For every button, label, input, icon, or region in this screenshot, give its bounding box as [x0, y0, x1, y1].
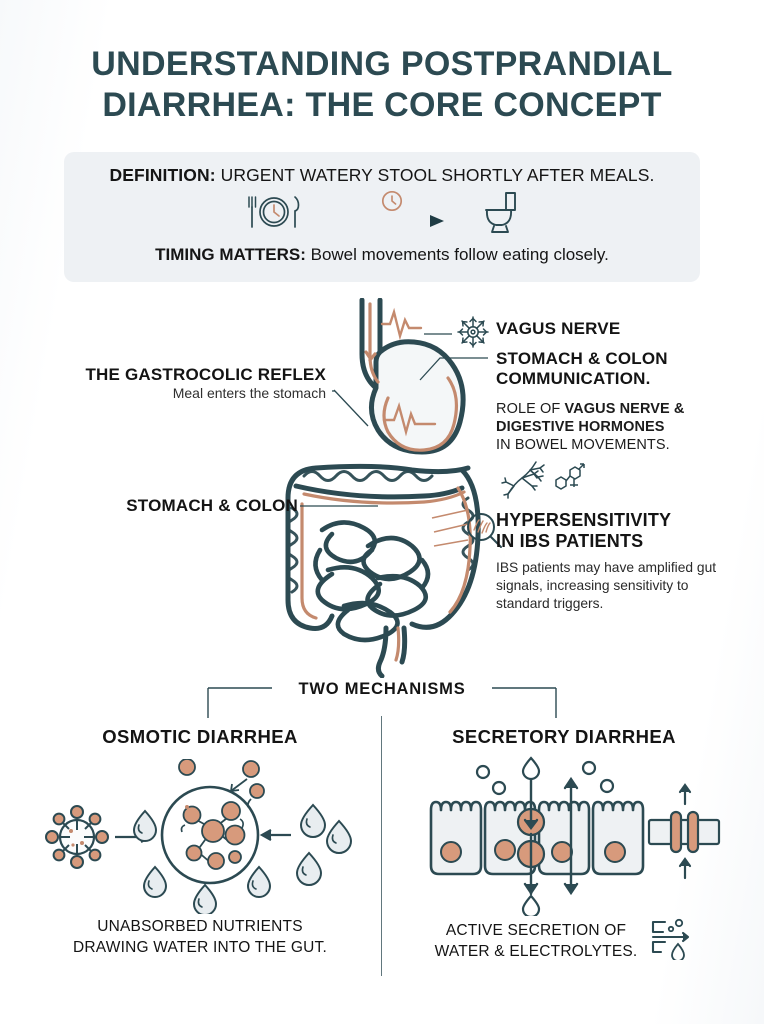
definition-text: URGENT WATERY STOOL SHORTLY AFTER MEALS. — [215, 165, 655, 185]
vagus-nerve-label: VAGUS NERVE — [496, 319, 621, 338]
secretory-caption-text: ACTIVE SECRETION OF WATER & ELECTROLYTES… — [435, 920, 638, 962]
hormone-icon-row — [500, 460, 592, 505]
timing-line: TIMING MATTERS: Bowel movements follow e… — [64, 245, 700, 265]
mechanisms-divider — [381, 716, 382, 976]
hypersensitivity-line1: HYPERSENSITIVITY — [496, 510, 672, 530]
osmotic-title: OSMOTIC DIARRHEA — [102, 726, 298, 747]
gastrocolic-reflex-label: THE GASTROCOLIC REFLEX Meal enters the s… — [64, 365, 326, 402]
hypersensitivity-paragraph: IBS patients may have amplified gut sign… — [496, 560, 717, 611]
plate-clock-icon — [244, 190, 304, 239]
secretory-caption: ACTIVE SECRETION OF WATER & ELECTROLYTES… — [392, 916, 736, 966]
toilet-icon — [480, 189, 520, 240]
gastrocolic-sub: Meal enters the stomach — [172, 385, 326, 401]
osmotic-column: OSMOTIC DIARRHEA — [28, 726, 372, 958]
gi-tract-diagram — [285, 298, 481, 678]
stomach-colon-communication-label: STOMACH & COLON COMMUNICATION. — [496, 349, 706, 389]
secretory-caption-line1: ACTIVE SECRETION OF — [445, 922, 627, 939]
leader-lines — [300, 333, 488, 547]
stomach-colon-comm-line2: COMMUNICATION. — [496, 369, 651, 388]
osmotic-caption-line1: UNABSORBED NUTRIENTS — [97, 918, 303, 935]
role-part1: ROLE OF — [496, 401, 565, 417]
secretion-flow-icon — [647, 916, 693, 966]
water-drop-icon — [132, 803, 353, 914]
page-title-line2: DIARRHEA: THE CORE CONCEPT — [102, 86, 662, 124]
page-title: UNDERSTANDING POSTPRANDIAL DIARRHEA: THE… — [0, 44, 764, 126]
hormone-molecule-icon — [555, 463, 585, 490]
definition-line: DEFINITION: URGENT WATERY STOOL SHORTLY … — [64, 165, 700, 186]
secretory-column: SECRETORY DIARRHEA — [392, 726, 736, 966]
role-bold2: DIGESTIVE HORMONES — [496, 419, 665, 435]
definition-icon-row — [64, 189, 700, 239]
timing-lead: TIMING MATTERS: — [155, 245, 306, 264]
neuron-icon — [455, 314, 491, 355]
osmotic-cell-icon — [160, 785, 260, 884]
secretory-illustration — [392, 756, 736, 916]
mechanisms-bracket — [207, 687, 557, 718]
water-drop-icon — [475, 756, 615, 916]
definition-card: DEFINITION: URGENT WATERY STOOL SHORTLY … — [64, 152, 700, 282]
nutrient-molecule-icon — [45, 804, 109, 869]
role-part2: IN BOWEL MOVEMENTS. — [496, 437, 670, 453]
osmotic-caption: UNABSORBED NUTRIENTS DRAWING WATER INTO … — [28, 916, 372, 958]
osmotic-illustration — [28, 756, 372, 916]
ion-channel-icon — [647, 783, 721, 880]
hypersensitivity-block: HYPERSENSITIVITY IN IBS PATIENTS IBS pat… — [496, 510, 726, 613]
two-mechanisms-header: TWO MECHANISMS — [0, 680, 764, 718]
timing-text: Bowel movements follow eating closely. — [305, 245, 609, 264]
gastrocolic-heading: THE GASTROCOLIC REFLEX — [85, 365, 326, 384]
secretory-title: SECRETORY DIARRHEA — [452, 726, 676, 747]
entering-molecule-icon — [178, 758, 265, 799]
stomach-colon-label: STOMACH & COLON — [126, 496, 298, 515]
definition-lead: DEFINITION: — [109, 165, 216, 185]
anatomy-section: THE GASTROCOLIC REFLEX Meal enters the s… — [0, 296, 764, 684]
ion-icon — [475, 760, 615, 796]
secretory-caption-line2: WATER & ELECTROLYTES. — [434, 943, 638, 960]
osmotic-caption-line2: DRAWING WATER INTO THE GUT. — [73, 939, 327, 956]
stomach-colon-comm-line1: STOMACH & COLON — [496, 349, 668, 368]
magnifier-icon — [464, 510, 506, 557]
hypersensitivity-line2: IN IBS PATIENTS — [496, 531, 644, 551]
role-line1: ROLE OF VAGUS NERVE & — [496, 400, 710, 418]
two-mechanisms-title: TWO MECHANISMS — [298, 680, 466, 698]
role-of-vagus-block: ROLE OF VAGUS NERVE & DIGESTIVE HORMONES… — [496, 400, 710, 454]
secretion-transport-icon — [516, 774, 579, 896]
page-title-line1: UNDERSTANDING POSTPRANDIAL — [91, 45, 673, 83]
clock-arrow-icon — [330, 189, 454, 240]
nerve-branch-icon — [501, 461, 545, 499]
arrow-left-icon — [259, 828, 291, 841]
role-bold1: VAGUS NERVE & — [564, 401, 685, 417]
